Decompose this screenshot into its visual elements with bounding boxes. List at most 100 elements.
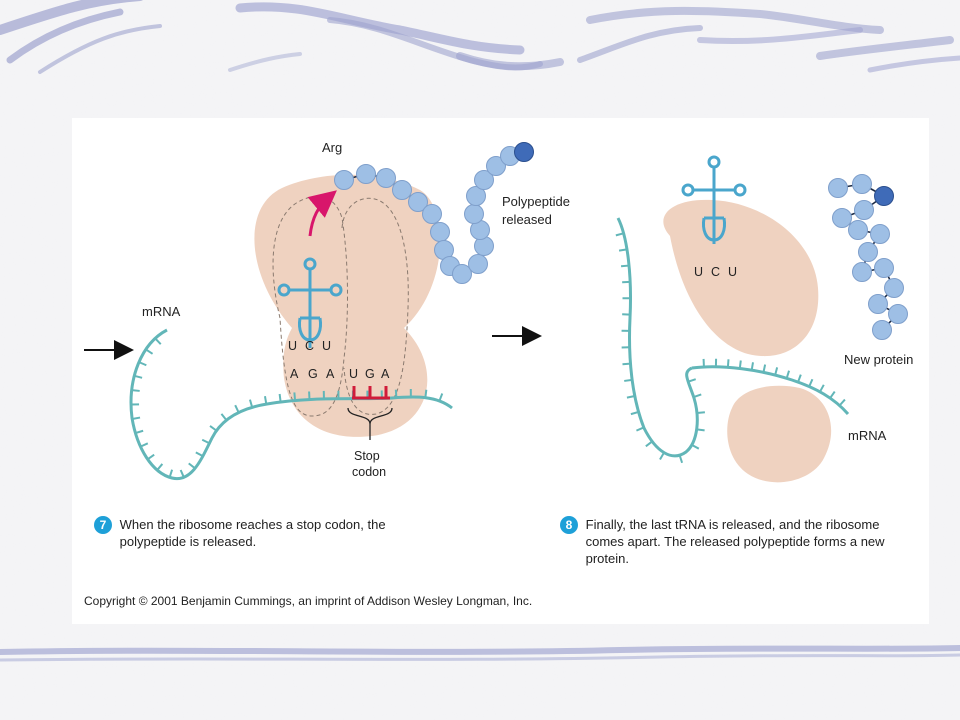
caption-7-line2: polypeptide is released. bbox=[119, 534, 257, 549]
mrna-tick bbox=[696, 428, 705, 432]
polypeptide-label-line2: released bbox=[502, 212, 552, 227]
mrna-tick bbox=[819, 384, 825, 393]
mrna-strand-8-left bbox=[616, 217, 699, 458]
mrna-tick bbox=[195, 451, 204, 458]
caption-step-7: 7 When the ribosome reaches a stop codon… bbox=[94, 516, 386, 550]
step-7-badge: 7 bbox=[94, 516, 112, 534]
new-protein-beads bbox=[828, 174, 908, 340]
mrna-tick bbox=[797, 374, 802, 383]
amino-acid-bead bbox=[852, 262, 872, 282]
mrna-tick bbox=[738, 360, 742, 369]
release-arrow bbox=[307, 190, 337, 237]
caption-8-line2: comes apart. The released polypeptide fo… bbox=[585, 534, 885, 549]
amino-acid-bead bbox=[430, 222, 450, 242]
caption-7-line1: When the ribosome reaches a stop codon, … bbox=[119, 517, 386, 532]
mrna-tick bbox=[630, 410, 639, 416]
mrna-tick bbox=[248, 399, 254, 408]
mrna-tick bbox=[424, 389, 428, 398]
mrna-tick bbox=[808, 378, 814, 387]
small-subunit bbox=[727, 385, 832, 483]
footer-swoosh-band bbox=[0, 645, 960, 662]
mrna-tick bbox=[696, 411, 705, 415]
anticodon-7-base-2: U bbox=[322, 339, 331, 353]
amino-acid-bead bbox=[392, 180, 412, 200]
mrna-tick bbox=[263, 396, 268, 405]
anticodon-8-base-2: U bbox=[728, 265, 737, 279]
caption-8-line1: Finally, the last tRNA is released, and … bbox=[585, 517, 880, 532]
amino-acid-bead bbox=[884, 278, 904, 298]
step-8-badge: 8 bbox=[560, 516, 578, 534]
mrna-tick bbox=[762, 364, 767, 373]
mrna-tick bbox=[138, 361, 147, 367]
mrna-tick bbox=[678, 454, 684, 464]
amino-acid-bead bbox=[888, 304, 908, 324]
mrna-tick bbox=[394, 389, 398, 398]
mrna-tick bbox=[838, 398, 846, 407]
mrna-tick bbox=[278, 393, 282, 403]
mrna-tick bbox=[135, 429, 144, 435]
amino-acid-bead bbox=[464, 204, 484, 224]
mrna-tick bbox=[145, 348, 154, 355]
anticodon-8-base-1: C bbox=[711, 265, 720, 279]
stop-label-line2: codon bbox=[352, 465, 386, 479]
codon-p-site-base-0: A bbox=[290, 367, 299, 381]
amino-acid-bead bbox=[828, 178, 848, 198]
caption-step-8: 8 Finally, the last tRNA is released, an… bbox=[560, 516, 885, 567]
anticodon-7-base-0: U bbox=[288, 339, 297, 353]
amino-acid-bead bbox=[486, 156, 506, 176]
stop-codon-marker bbox=[352, 386, 390, 400]
amino-acid-bead bbox=[854, 200, 874, 220]
mrna-tick bbox=[829, 390, 836, 399]
stop-codon-bases-base-1: G bbox=[365, 367, 375, 381]
amino-acid-bead bbox=[452, 264, 472, 284]
mrna-label-8: mRNA bbox=[848, 428, 887, 443]
amino-acid-bead bbox=[874, 258, 894, 278]
polypeptide-chain-7 bbox=[334, 142, 534, 284]
mrna-ticks-8 bbox=[615, 232, 846, 464]
amino-acid-bead bbox=[466, 186, 486, 206]
amino-acid-bead bbox=[468, 254, 488, 274]
mrna-strand-8-right bbox=[691, 365, 850, 415]
mrna-tick bbox=[179, 469, 185, 478]
mrna-tick bbox=[209, 425, 218, 432]
amino-acid-bead bbox=[872, 320, 892, 340]
a-site-outline bbox=[341, 197, 409, 415]
mrna-label-7: mRNA bbox=[142, 304, 181, 319]
mrna-tick bbox=[154, 337, 162, 345]
mrna-tick bbox=[234, 404, 240, 413]
mrna-ticks-7 bbox=[131, 337, 444, 478]
mrna-tick bbox=[438, 393, 444, 402]
amino-acid-bead bbox=[376, 168, 396, 188]
amino-acid-bead bbox=[408, 192, 428, 212]
mrna-tick bbox=[147, 453, 155, 461]
polypeptide-label-line1: Polypeptide bbox=[502, 194, 570, 209]
mrna-tick bbox=[131, 389, 140, 392]
mrna-tick bbox=[140, 442, 149, 448]
mrna-tick bbox=[293, 392, 297, 401]
mrna-tick bbox=[774, 367, 779, 376]
mrna-tick bbox=[134, 374, 143, 379]
amino-acid-bead bbox=[356, 164, 376, 184]
header-swoosh-band bbox=[0, 0, 960, 74]
anticodon-7-base-1: C bbox=[305, 339, 314, 353]
amino-acid-bead bbox=[858, 242, 878, 262]
p-site-outline bbox=[272, 196, 348, 417]
mrna-tick bbox=[201, 438, 210, 445]
trna-p-site bbox=[277, 257, 343, 348]
mrna-tick bbox=[645, 440, 653, 448]
trna-released bbox=[681, 155, 747, 244]
large-subunit bbox=[663, 199, 819, 357]
mrna-tick bbox=[168, 469, 174, 478]
new-protein-label: New protein bbox=[844, 352, 913, 367]
stop-codon-bases-base-0: U bbox=[349, 367, 358, 381]
mrna-tick bbox=[691, 443, 700, 450]
caption-8-line3: protein. bbox=[585, 551, 629, 566]
amino-acid-bead bbox=[422, 204, 442, 224]
stop-label-line1: Stop bbox=[354, 449, 380, 463]
copyright-notice: Copyright © 2001 Benjamin Cummings, an i… bbox=[84, 594, 533, 608]
